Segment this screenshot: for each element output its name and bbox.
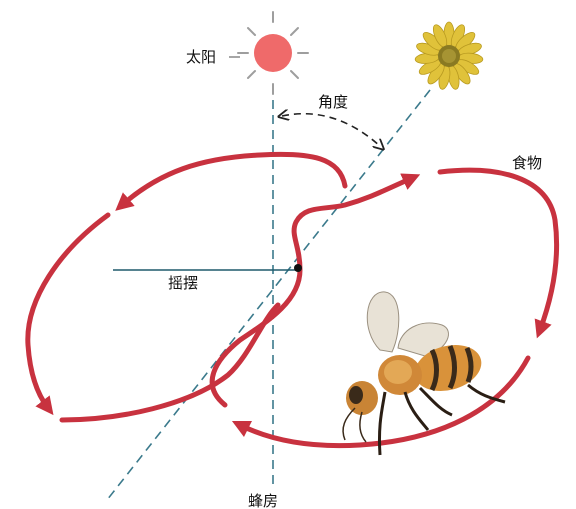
dance-path-right-loop (231, 167, 560, 449)
food-label: 食物 (512, 154, 542, 172)
sun-label: 太阳 (186, 48, 216, 66)
hive-label: 蜂房 (248, 492, 278, 509)
waggle-run-path (209, 173, 421, 408)
angle-arc (282, 114, 381, 147)
flower-icon (414, 21, 484, 90)
waggle-center-dot (294, 264, 302, 272)
bee-icon (342, 291, 506, 456)
waggle-label: 摇摆 (168, 274, 198, 292)
angle-label: 角度 (318, 93, 348, 111)
food-direction-line (106, 89, 431, 501)
sun-icon (237, 11, 309, 95)
